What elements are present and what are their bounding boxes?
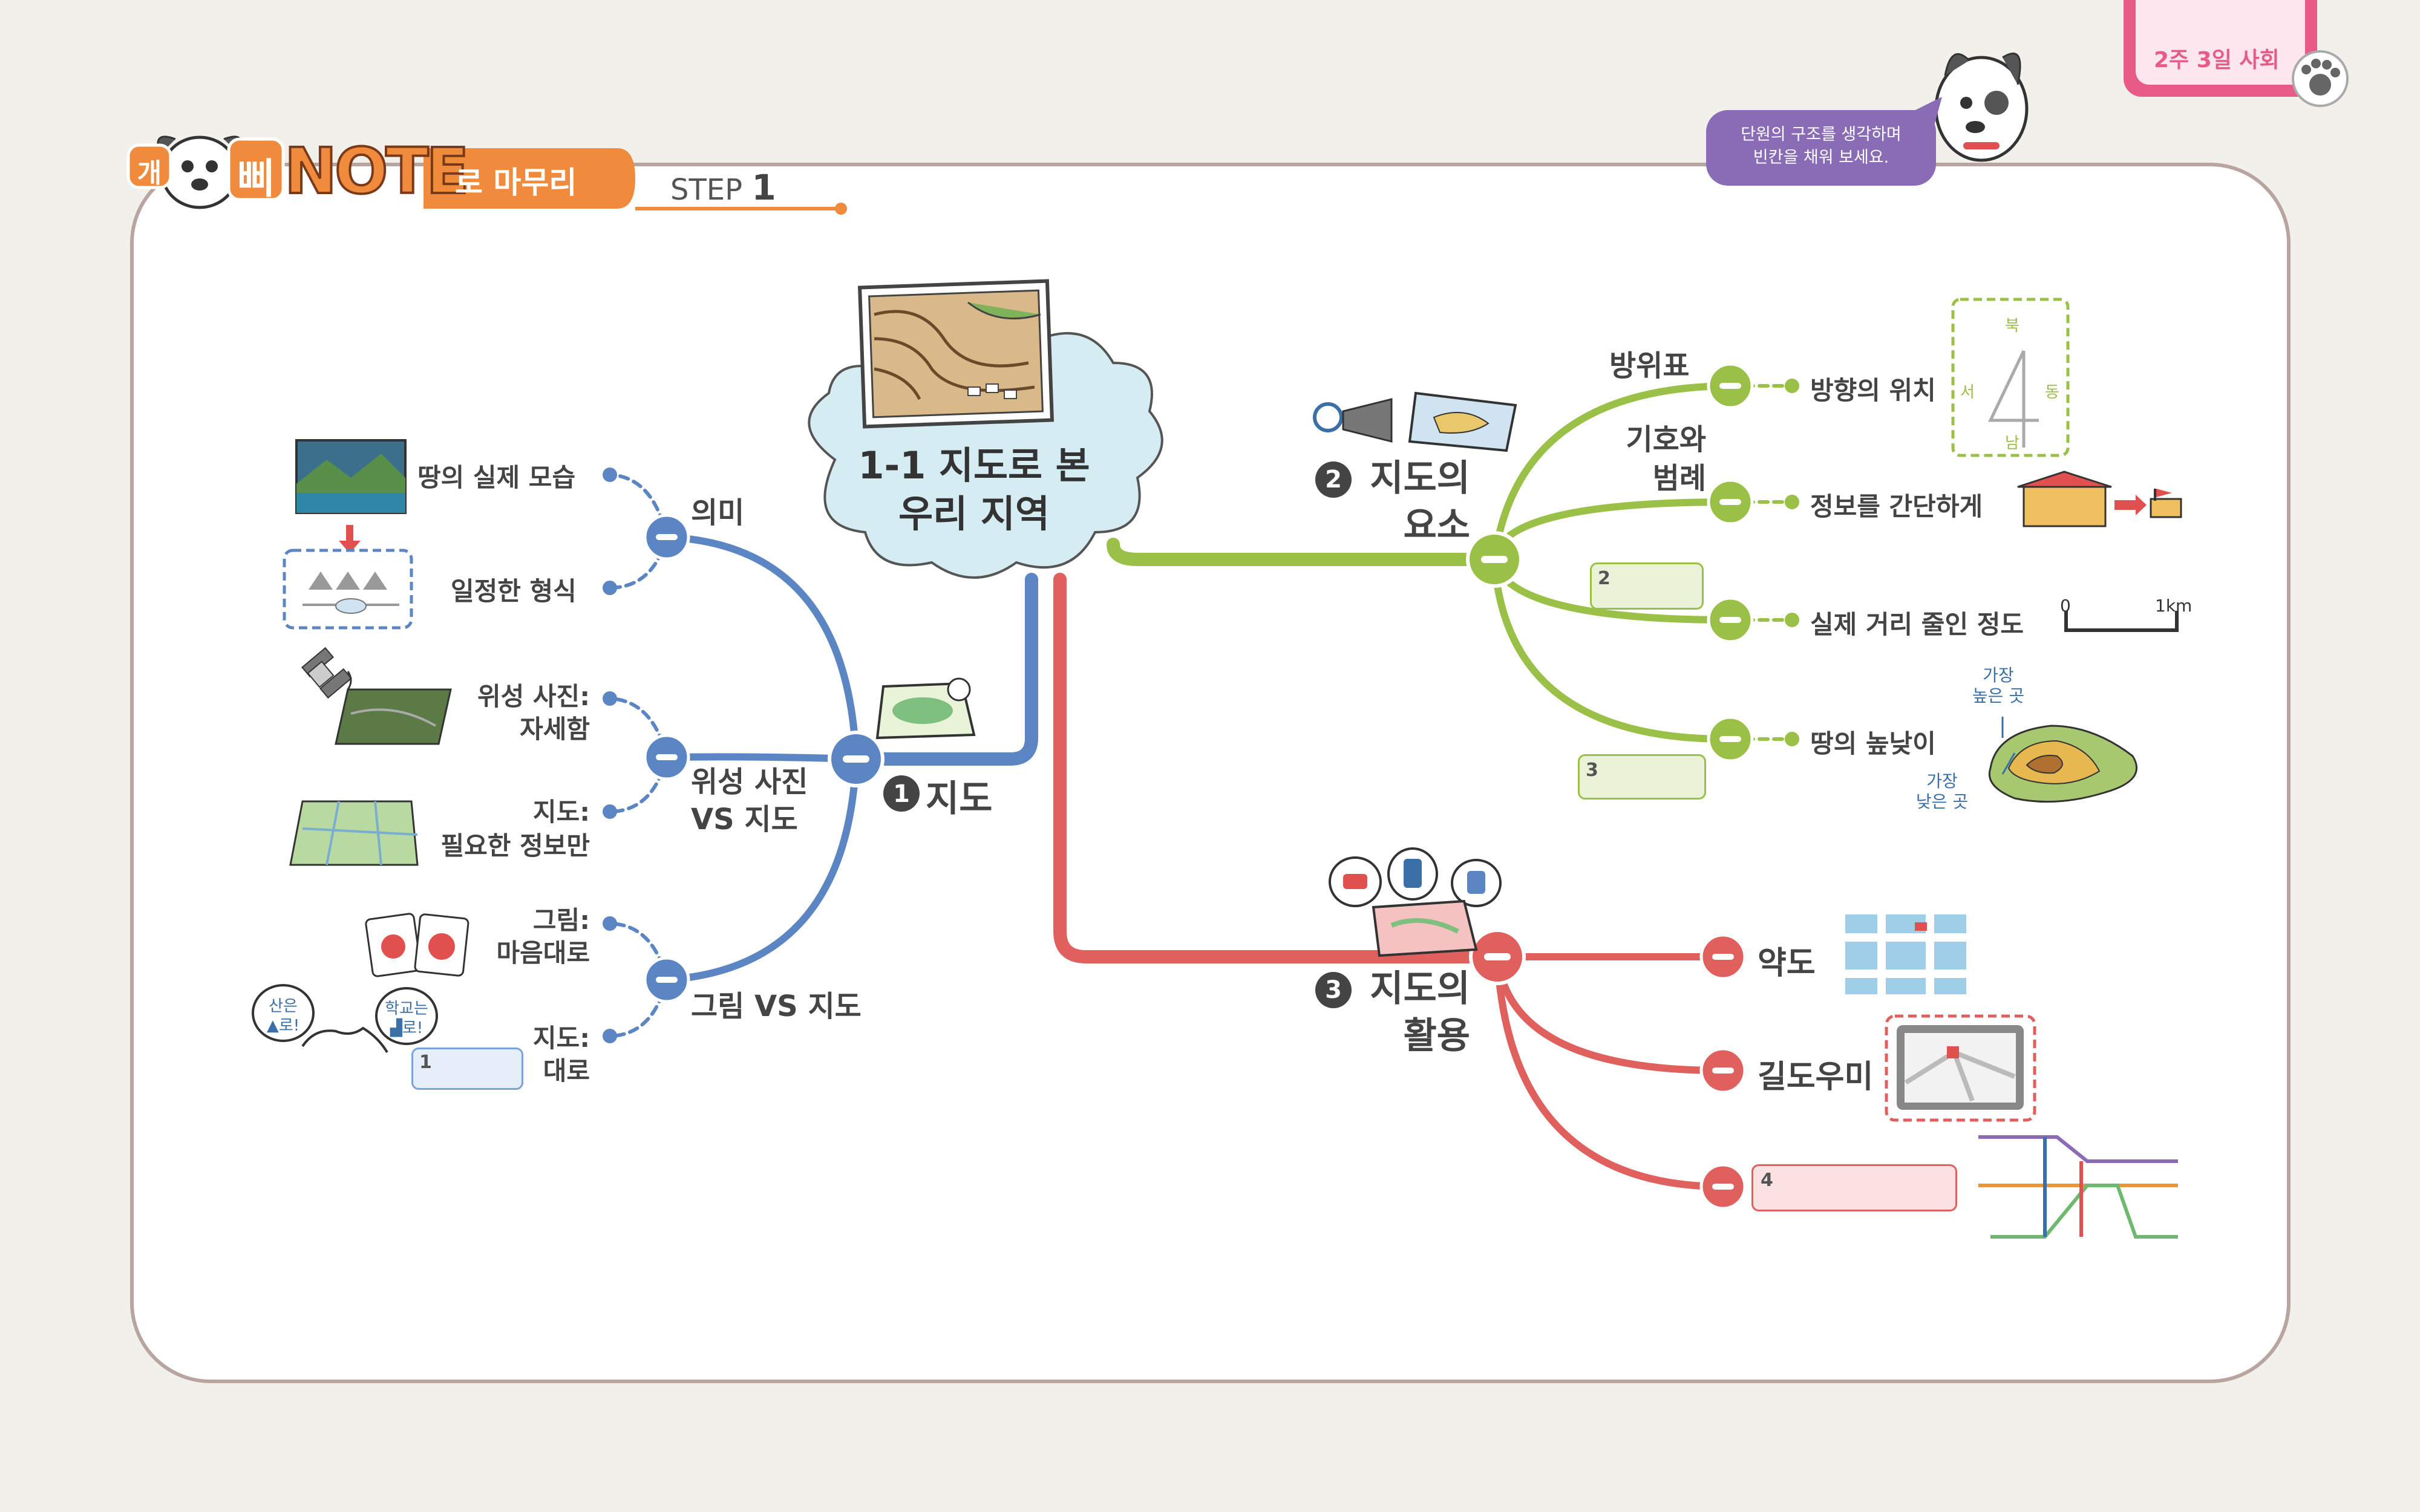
scale-bar-icon <box>2064 611 2179 632</box>
meaning-leaf-fixed-form: 일정한 형식 <box>451 576 577 606</box>
instruction-bubble <box>1706 97 1942 186</box>
logo-kae-badge <box>126 143 172 189</box>
height-leaf-elevation: 땅의 높낮이 <box>1810 729 1936 758</box>
mascot-dog-icon <box>1934 53 2029 162</box>
branch3-lines <box>1053 573 1725 1190</box>
school-speech-text: 학교는 ▟로! <box>385 1000 428 1037</box>
folded-map-compass-icon <box>875 677 976 740</box>
satellite-leaf-map-info: 지도: 필요한 정보만 <box>440 797 590 861</box>
blank-number-4: 4 <box>1761 1170 1773 1191</box>
blank-input-2[interactable]: 2 <box>1590 562 1704 610</box>
navigation-label: 길도우미 <box>1758 1059 1874 1095</box>
content-frame <box>130 163 2291 1383</box>
satellite-icon <box>301 647 352 699</box>
highest-place-label: 가장 높은 곳 <box>1972 665 2025 706</box>
compass-leaf-direction: 방향의 위치 <box>1810 376 1936 405</box>
satellite-vs-map-label: 위성 사진 VS 지도 <box>691 765 808 836</box>
branch3-number: 3 <box>1325 976 1342 1004</box>
week-day-tag <box>2124 0 2349 107</box>
logo-kae-text: 개 <box>137 158 162 189</box>
sketch-map-icon <box>1845 914 1966 994</box>
scale-km-label: 1km <box>2155 596 2193 616</box>
branch2-number-badge <box>1315 461 1352 498</box>
branch2-number: 2 <box>1325 466 1342 494</box>
megaphone-map-icon <box>1313 391 1517 452</box>
subway-map-icon <box>1978 1135 2178 1239</box>
arrow-down-icon <box>339 525 361 553</box>
branch3-title: 지도의 활용 <box>1370 968 1470 1057</box>
satellite-photo-icon <box>335 688 452 745</box>
compass-label: 방위표 <box>1609 349 1690 383</box>
scale-leaf-reduced-distance: 실제 거리 줄인 정도 <box>1810 610 2024 639</box>
symbol-legend-label: 기호와 범례 <box>1626 423 1706 495</box>
picture-vs-map-label: 그림 VS 지도 <box>691 989 862 1023</box>
scale-zero-label: 0 <box>2060 596 2071 616</box>
compass-south: 남 <box>2005 434 2019 452</box>
meaning-leaf-real-land: 땅의 실제 모습 <box>417 463 576 492</box>
week-day-label: 2주 3일 사회 <box>2154 48 2280 73</box>
logo-note-text: NOTE <box>283 133 470 209</box>
contour-island-icon <box>1989 717 2138 803</box>
compass-east: 동 <box>2045 383 2059 402</box>
compass-north: 북 <box>2005 317 2019 335</box>
branch1-nodes <box>603 468 885 1043</box>
school-symbol-icon <box>2017 471 2182 527</box>
symbol-leaf-simplify: 정보를 간단하게 <box>1810 492 1983 521</box>
mountain-speech-text: 산은 ▲로! <box>266 997 300 1035</box>
meaning-label: 의미 <box>691 496 745 530</box>
instruction-text: 단원의 구조를 생각하며 빈칸을 채워 보세요. <box>1741 125 1902 167</box>
blank-number-2: 2 <box>1598 568 1611 589</box>
fruit-cards-icon <box>365 913 469 977</box>
lowest-place-label: 가장 낮은 곳 <box>1915 771 1969 812</box>
promise-hands-icon <box>252 984 438 1054</box>
picture-leaf-freely: 그림: 마음대로 <box>496 905 590 968</box>
simple-symbol-map-icon <box>283 549 413 630</box>
branch1-number-badge <box>883 775 920 812</box>
blank-input-1[interactable]: 1 <box>411 1048 523 1090</box>
transport-icons <box>1329 847 1502 957</box>
satellite-leaf-detailed: 위성 사진: 자세함 <box>477 682 590 744</box>
picture-leaf-map-rule: 지도: 대로 <box>532 1023 590 1086</box>
compass-rose-box <box>1951 298 2070 457</box>
branch2-nodes <box>1466 362 1799 763</box>
logo-ppi-badge <box>227 137 285 201</box>
header-ribbon <box>424 148 847 215</box>
branch1-title: 지도 <box>926 778 993 820</box>
blank-number-1: 1 <box>419 1052 432 1073</box>
topographic-map-icon <box>857 279 1055 429</box>
blank-number-3: 3 <box>1586 760 1598 781</box>
step-label: STEP 1 <box>670 167 776 208</box>
blank-input-3[interactable]: 3 <box>1578 754 1706 800</box>
compass-west: 서 <box>1960 383 1975 402</box>
landscape-photo-icon <box>295 439 407 514</box>
branch2-title: 지도의 요소 <box>1370 457 1470 547</box>
branch3-nodes <box>1469 928 1747 1210</box>
center-topic-title: 1-1 지도로 본 우리 지역 <box>858 443 1090 536</box>
logo-ppi-text: 삐 <box>237 155 275 203</box>
branch1-number: 1 <box>893 780 910 808</box>
paper-map-icon <box>289 800 419 866</box>
branch3-number-badge <box>1315 972 1352 1008</box>
header-subtitle: 로 마무리 <box>455 165 577 200</box>
sketch-map-label: 약도 <box>1758 945 1816 982</box>
navigation-device-icon <box>1885 1014 2036 1122</box>
blank-input-4[interactable]: 4 <box>1751 1164 1957 1211</box>
